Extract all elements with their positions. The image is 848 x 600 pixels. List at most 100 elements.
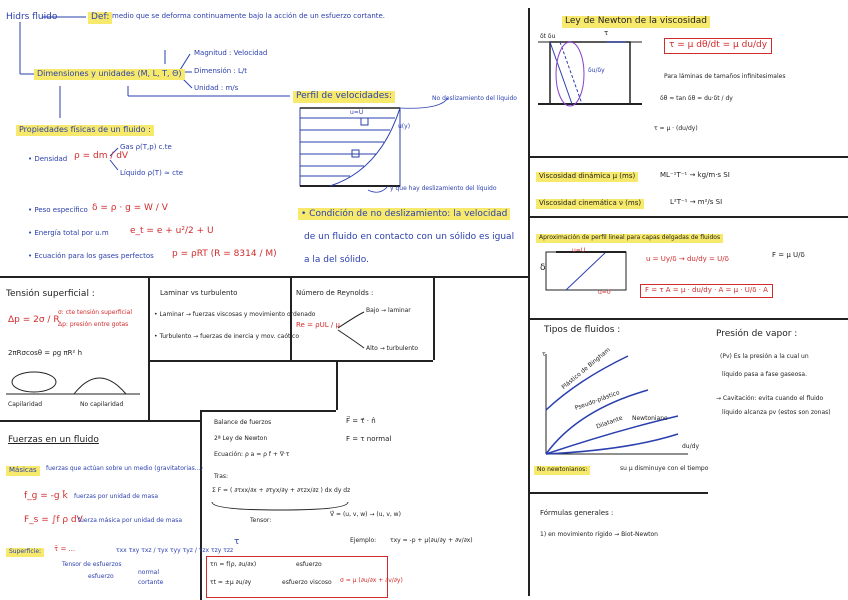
dim-item-2: Unidad : m/s (194, 84, 239, 92)
def-text: medio que se deforma continuamente bajo … (112, 12, 386, 20)
divider-reynolds (433, 276, 435, 360)
newton-aux1: Para láminas de tamaños infinitesimales (664, 73, 786, 80)
normal-label: normal (138, 569, 160, 576)
fm-desc: fuerzas por unidad de masa (74, 493, 158, 500)
visc-din-label: Viscosidad dinámica μ (ms) (536, 172, 639, 182)
reynolds-bajo: Bajo → laminar (366, 307, 411, 314)
tau-t: τt = ±μ ∂u/∂y (210, 579, 252, 586)
presion-p3: → Cavitación: evita cuando el fluido (716, 395, 824, 402)
tras-label: Tras: (214, 473, 229, 480)
tension-title: Tensión superficial : (6, 289, 95, 299)
visc-cin-units: L²T⁻¹ → m²/s SI (670, 198, 723, 206)
aprox-u0: u=0 (598, 289, 611, 296)
newton-aux2: δθ ≈ tan δθ = du·δt / dy (660, 95, 733, 102)
reynolds-alto: Alto → turbulento (366, 345, 419, 352)
tension-f1: Δp = 2σ / R (8, 315, 60, 325)
aprox-f2: F = μ U/δ (772, 251, 805, 259)
newton-aux3: τ = μ · (du/dy) (654, 125, 698, 132)
tipos-chart (545, 354, 688, 455)
tension-f1b: Δp: presión entre gotas (58, 321, 129, 328)
fuerzas-title: Fuerzas en un fluido (8, 435, 99, 445)
ejemplo-formula: τxy = -p + μ(∂u/∂y + ∂v/∂x) (390, 537, 473, 544)
energia-label: • Energía total por u.m (28, 229, 109, 237)
formulas-f1: 1) en movimiento rígido → Biot-Newton (540, 531, 658, 538)
masicas-desc: fuerzas que actúan sobre un medio (gravi… (46, 465, 203, 472)
dim-item-1: Dimensión : L/t (194, 67, 248, 75)
condicion-line2: de un fluido en contacto con un sólido e… (304, 232, 515, 242)
reynolds-title: Número de Reynolds : (296, 289, 374, 297)
presion-p4: líquido alcanza pv (estos son zonas) (722, 409, 831, 416)
gas-label: Gas ρ(T,p) c.te (120, 143, 172, 151)
rel2: F = τ normal (346, 435, 392, 443)
dxdt-label: δt δu (540, 33, 556, 40)
divider-tipos (528, 492, 708, 494)
no-newt-desc: su μ disminuye con el tiempo (620, 465, 709, 472)
laminar-title: Laminar vs turbulento (160, 289, 238, 297)
divider-fuerzas (0, 420, 200, 422)
balance-b1: 2ª Ley de Newton (214, 435, 268, 442)
u0-label: u(y) (398, 123, 411, 130)
laminar-l2: • Turbulento → fuerzas de inercia y mov.… (154, 333, 300, 340)
condicion-text: • Condición de no deslizamiento: la velo… (298, 208, 511, 220)
divider-laminar (290, 276, 292, 360)
tensor-label-center: Tensor: (250, 517, 272, 524)
divider-center-join (336, 360, 338, 410)
tipos-title: Tipos de fluidos : (544, 325, 621, 335)
newton-formula: τ = μ dθ/dt = μ du/dy (664, 38, 773, 54)
aprox-delta: δ (540, 263, 546, 273)
propiedades-label: Propiedades físicas de un fluido : (16, 125, 154, 136)
brace-drawing (211, 501, 349, 511)
newton-title: Ley de Newton de la viscosidad (562, 16, 711, 28)
tension-f2: 2πRσcosθ = ρg πR² h (8, 349, 83, 357)
no-newt-label: No newtonianos: (534, 466, 591, 475)
vel-vec: V⃗ = (u, v, w) → (u, v, w) (330, 511, 401, 518)
visc-din-units: ML⁻¹T⁻¹ → kg/m·s SI (660, 171, 730, 179)
tau-box (206, 556, 388, 598)
reynolds-formula: Re = ρUL / μ (296, 321, 340, 329)
perfil-label: Perfil de velocidades: (293, 91, 396, 103)
aprox-drawing (545, 251, 627, 291)
dim-item-0: Magnitud : Velocidad (194, 49, 268, 57)
capilaridad-label: Capilaridad (8, 401, 43, 408)
divider-aprox (528, 318, 848, 320)
dt-label: δu/δy (588, 67, 605, 74)
eq-long: Σ F = ( ∂τxx/∂x + ∂τyx/∂y + ∂τzx/∂z ) dx… (212, 487, 351, 494)
rho-formula: ρ = dm / dV (74, 151, 129, 161)
peso-label: • Peso específico (28, 206, 88, 214)
fluid-title: Hidrs fluido (6, 12, 58, 22)
superf-formula: τ̄ = ... (54, 545, 76, 553)
divider-h-main (0, 276, 528, 278)
tau-n-esfuerzo: esfuerzo (296, 561, 322, 568)
gas-formula: p = ρRT (R = 8314 / M) (172, 249, 277, 259)
superf-label: Superficie: (6, 548, 45, 557)
ejemplo-label: Ejemplo: (350, 537, 377, 544)
tensor-label: Tensor de esfuerzos (62, 561, 122, 568)
dimensions-label: Dimensiones y unidades (M, L, T, Θ) (34, 69, 185, 80)
below-label: y que hay deslizamiento del líquido (390, 185, 497, 192)
esf-viscoso: esfuerzo viscoso (282, 579, 332, 586)
esfuerzo-label: esfuerzo (88, 573, 114, 580)
aprox-f1: u = Uy/δ → du/dy = U/δ (646, 255, 729, 263)
gamma-formula: δ = ρ · g = W / V (92, 203, 168, 213)
divider-center-left (200, 410, 202, 600)
fm-formula: f_g = -g k̂ (24, 491, 68, 501)
visc-cin-label: Viscosidad cinemática ν (ms) (536, 199, 645, 209)
ecuacion-label: • Ecuación para los gases perfectos (28, 252, 154, 260)
sigma-formula: σ = μ (∂u/∂x + ∂v/∂y) (340, 577, 403, 584)
formulas-title: Fórmulas generales : (540, 509, 614, 517)
balance-title: Balance de fuerzos (214, 419, 272, 426)
def-label: Def: (88, 12, 113, 24)
tension-f1a: σ: cte tensión superficial (58, 309, 132, 316)
tipos-y-label: τ (542, 351, 546, 358)
rel1: F⃗ = τ⃗ · n̂ (346, 417, 376, 425)
presion-title: Presión de vapor : (716, 329, 798, 339)
condicion-line3: a la del sólido. (304, 255, 369, 265)
u-label: u=U (350, 109, 364, 116)
presion-p2: líquido pasa a fase gaseosa. (722, 371, 807, 378)
laminar-l1: • Laminar → fuerzas viscosas y movimient… (154, 311, 316, 318)
aprox-label: Aproximación de perfil lineal para capas… (536, 234, 724, 243)
t-label: τ (604, 29, 609, 37)
fs-formula: F_s = ∫f ρ dV (24, 515, 83, 525)
tipos-x-label: du/dy (682, 443, 699, 450)
